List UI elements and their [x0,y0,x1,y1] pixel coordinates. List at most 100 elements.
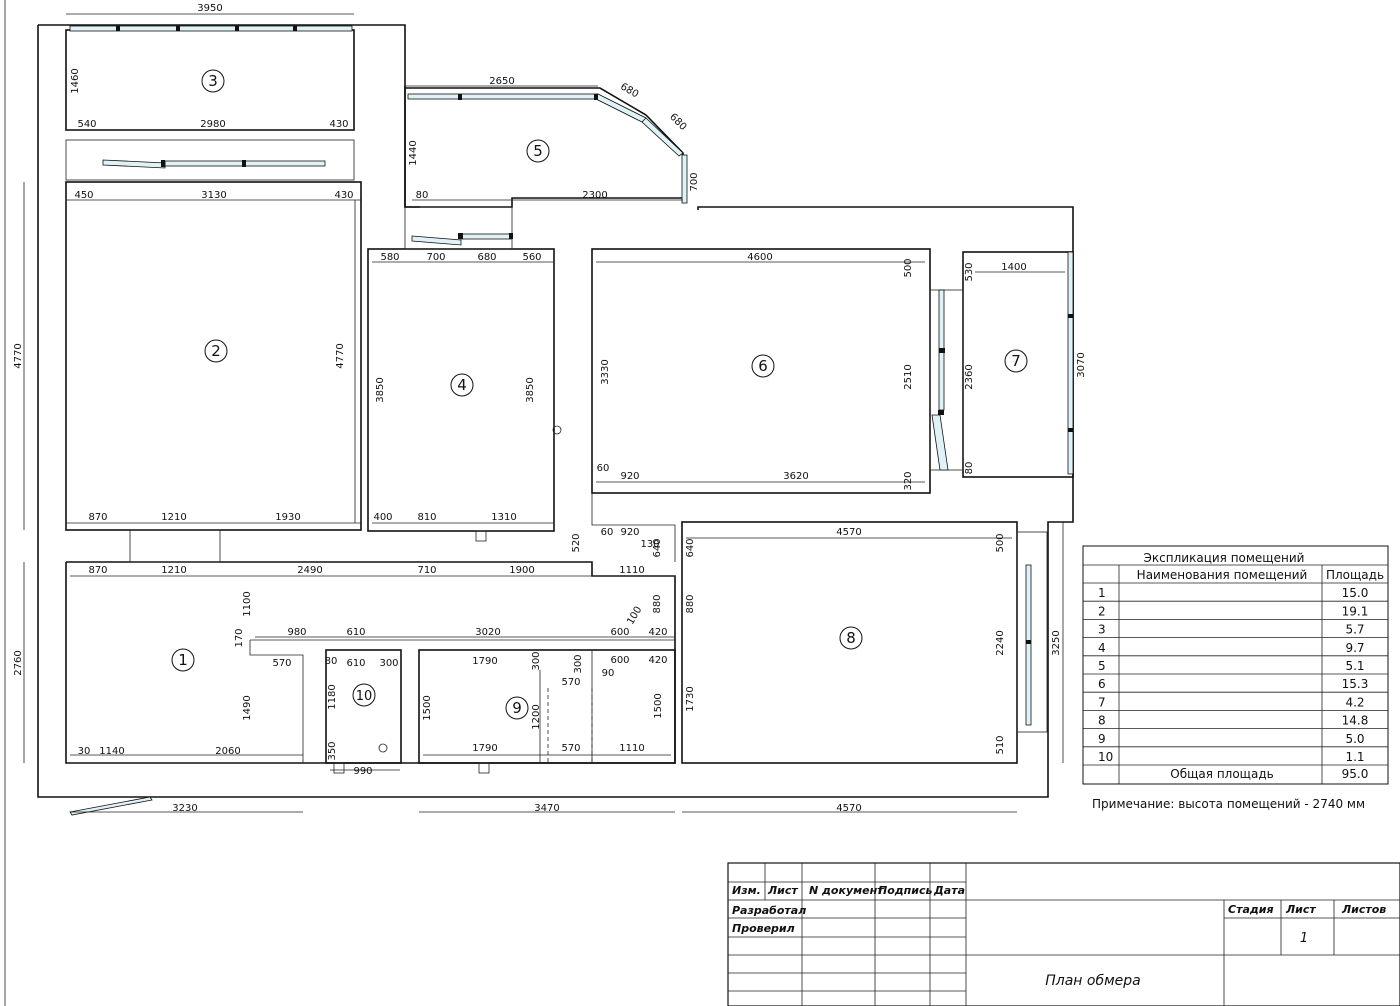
dim-label: 4770 [335,343,346,368]
dim-label: 1400 [1001,262,1026,273]
dim-label: 2300 [582,190,607,201]
room-number-7: 7 [1011,352,1021,370]
title-block: Изм. Лист N документ Подпись Дата Разраб… [727,862,1400,1006]
stamp-sheet-number: 1 [1300,931,1308,946]
dim-label: 4600 [747,252,772,263]
dim-label: 500 [903,258,914,277]
dim-label: 1140 [99,746,124,757]
dim-label: 870 [88,512,107,523]
dim-label: 1110 [619,565,644,576]
table-row-number: 7 [1098,695,1106,709]
dim-label: 3330 [600,359,611,384]
dim-label: 640 [685,538,696,557]
table-row-area: 15.0 [1342,586,1369,600]
explication-total-value: 95.0 [1342,767,1369,781]
windows [69,25,1074,816]
dim-label: 3230 [172,803,197,814]
stamp-sheet: Лист [1285,903,1316,916]
dim-label: 1500 [422,695,433,720]
dim-label: 3950 [197,3,222,14]
table-row-number: 5 [1098,659,1106,673]
dim-label: 1500 [653,693,664,718]
dim-label: 80 [416,190,429,201]
dim-label: 430 [334,190,353,201]
dim-label: 570 [561,677,580,688]
room-number-9: 9 [512,699,522,717]
dimension-labels: 3950 1460 540 2980 430 450 3130 430 4770… [13,3,1087,814]
dim-label: 130 [640,539,659,550]
table-row-area: 5.7 [1345,623,1364,637]
dim-label: 30 [78,746,91,757]
dim-label: 540 [77,119,96,130]
dim-label: 600 [610,627,629,638]
dim-label: 3620 [783,471,808,482]
dim-label: 710 [417,565,436,576]
explication-table: Экспликация помещений Наименования помещ… [1082,545,1389,785]
room-circle-3 [201,69,225,93]
table-row-area: 19.1 [1342,604,1369,618]
dim-label: 3020 [475,627,500,638]
dim-label: 3850 [375,377,386,402]
room-number-10: 10 [356,689,373,704]
dim-label: 680 [667,112,688,133]
dim-label: 870 [88,565,107,576]
dim-label: 500 [995,533,1006,552]
dim-label: 4770 [13,343,24,368]
room-circle-8 [839,626,863,650]
table-row-number: 4 [1098,641,1106,655]
dim-label: 300 [573,654,584,673]
dim-label: 880 [685,594,696,613]
dim-label: 170 [234,628,245,647]
room-circle-5 [526,139,550,163]
drawing-title: План обмера [1045,973,1141,989]
dim-label: 570 [272,658,291,669]
stamp-sheets: Листов [1341,903,1386,916]
room-circle-7 [1004,349,1028,373]
table-row-area: 5.0 [1345,732,1364,746]
dim-label: 700 [426,252,445,263]
sink-icon [378,743,388,753]
room-number-5: 5 [533,142,543,160]
dim-label: 350 [327,741,338,760]
table-row-area: 9.7 [1345,641,1364,655]
dim-label: 2510 [903,364,914,389]
dim-label: 1730 [685,686,696,711]
dim-label: 320 [903,471,914,490]
dim-label: 1180 [327,684,338,709]
room-circle-6 [751,354,775,378]
dim-label: 570 [561,743,580,754]
dim-label: 2490 [297,565,322,576]
room-circle-1 [171,648,195,672]
table-row-number: 9 [1098,732,1106,746]
room-labels: 1 2 3 4 5 6 7 8 9 10 [171,69,1028,720]
dim-label: 2360 [964,364,975,389]
dim-label: 610 [346,658,365,669]
fixture-circle [552,425,562,435]
dim-label: 680 [618,81,640,100]
room-number-4: 4 [457,376,467,394]
dim-label: 980 [287,627,306,638]
table-row-area: 14.8 [1342,714,1369,728]
dim-label: 680 [477,252,496,263]
room-number-2: 2 [211,342,221,360]
height-note: Примечание: высота помещений - 2740 мм [1092,797,1365,811]
table-row-number: 6 [1098,677,1106,691]
table-row-area: 4.2 [1345,695,1364,709]
dim-label: 810 [417,512,436,523]
dim-label: 920 [620,471,639,482]
dim-label: 90 [602,668,615,679]
dim-label: 700 [689,172,700,191]
room-circle-9 [505,696,529,720]
dim-label: 610 [346,627,365,638]
dim-label: 2980 [200,119,225,130]
dim-label: 4570 [836,527,861,538]
room-circle-4 [450,373,474,397]
dim-label: 1900 [509,565,534,576]
dim-label: 560 [522,252,541,263]
dim-label: 80 [325,656,338,667]
table-row-area: 15.3 [1342,677,1369,691]
table-row-number: 2 [1098,604,1106,618]
dim-label: 4570 [836,803,861,814]
dim-label: 580 [380,252,399,263]
